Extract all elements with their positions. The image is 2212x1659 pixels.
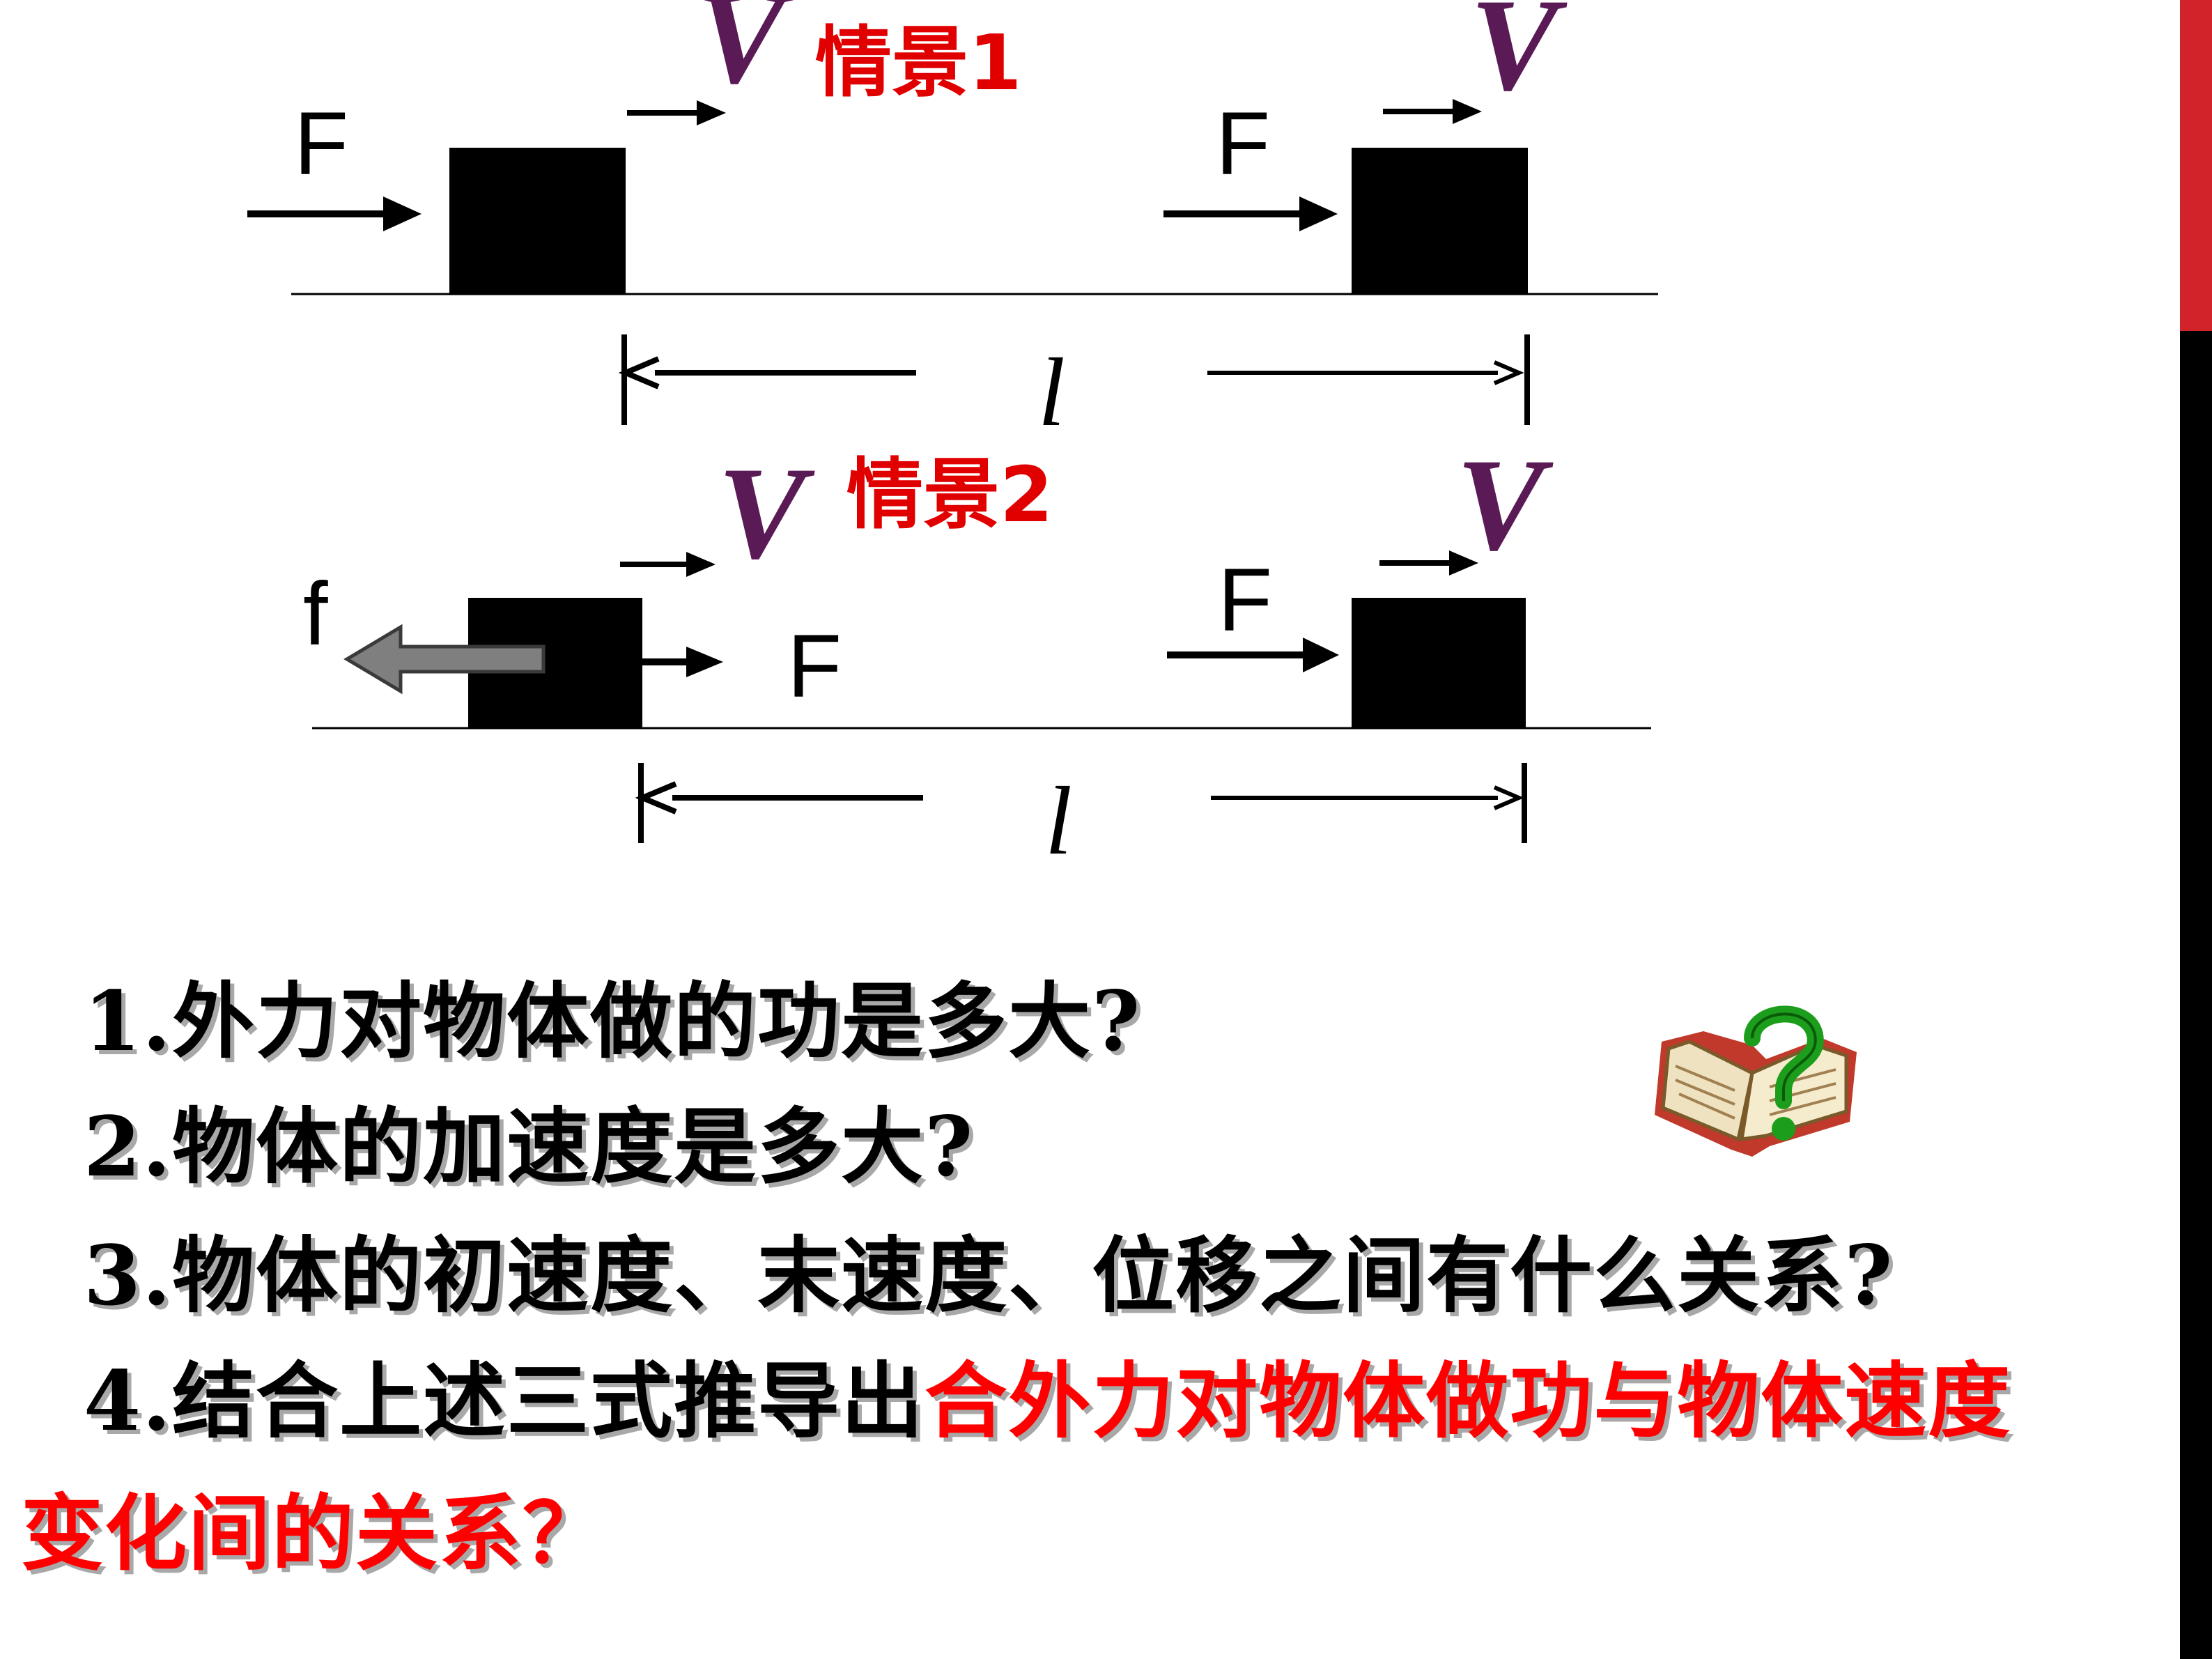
question-4: 4.结合上述三式推导出合外力对物体做功与物体速度 — [84, 1334, 2011, 1453]
scene1-force-arrow-start — [247, 196, 421, 231]
scene1-velocity-arrow-initial — [627, 100, 726, 125]
question-4-continuation: 变化间的关系？ — [21, 1486, 607, 1582]
scene2-velocity-final-symbol: V — [1456, 432, 1554, 578]
scene1-velocity-final-symbol: V — [1470, 0, 1568, 118]
sidebar-accent-black — [2180, 331, 2212, 1659]
question-3: 3.物体的初速度、末速度、位移之间有什么关系? — [84, 1227, 1894, 1324]
scene2-diagram: 情景2 V V f — [303, 432, 1651, 875]
scene2-force-label-start: F — [787, 617, 842, 716]
question-4-red: 合外力对物体做功与物体速度 — [925, 1353, 2012, 1449]
question-4-black: 4.结合上述三式推导出 — [84, 1352, 925, 1449]
scene2-friction-label: f — [303, 564, 328, 664]
scene2-force-arrow-end — [1167, 638, 1339, 672]
scene1-diagram: 情景1 V V F F — [247, 0, 1658, 447]
book-question-icon — [1655, 1005, 1857, 1157]
scene2-friction-arrow — [343, 624, 546, 695]
scene2-distance-label: l — [1045, 767, 1072, 875]
scene1-force-label-end: F — [1216, 94, 1270, 194]
scene2-velocity-arrow-initial — [620, 552, 716, 577]
scene1-distance-marker — [618, 334, 1530, 425]
scene2-force-arrow-start — [641, 647, 723, 677]
scene2-distance-marker — [635, 763, 1527, 843]
question-1: 1.外力对物体做的功是多大? — [84, 973, 1142, 1070]
scene1-force-arrow-end — [1163, 196, 1338, 231]
sidebar-accent-red — [2180, 0, 2212, 331]
scene1-force-label-start: F — [294, 94, 348, 194]
scene2-block-end — [1352, 598, 1526, 729]
scene2-force-label-end: F — [1218, 550, 1272, 650]
question-2: 2.物体的加速度是多大? — [84, 1098, 975, 1195]
scene1-title: 情景1 — [815, 18, 1022, 107]
scene2-title: 情景2 — [846, 450, 1053, 539]
scene1-velocity-initial-symbol: V — [697, 0, 794, 111]
scene1-distance-label: l — [1038, 339, 1065, 447]
scene1-velocity-arrow-final — [1383, 99, 1482, 124]
scene2-velocity-arrow-final — [1379, 550, 1478, 576]
scene1-block-start — [449, 148, 626, 294]
scene1-block-end — [1352, 148, 1528, 294]
scene2-velocity-initial-symbol: V — [718, 440, 815, 587]
